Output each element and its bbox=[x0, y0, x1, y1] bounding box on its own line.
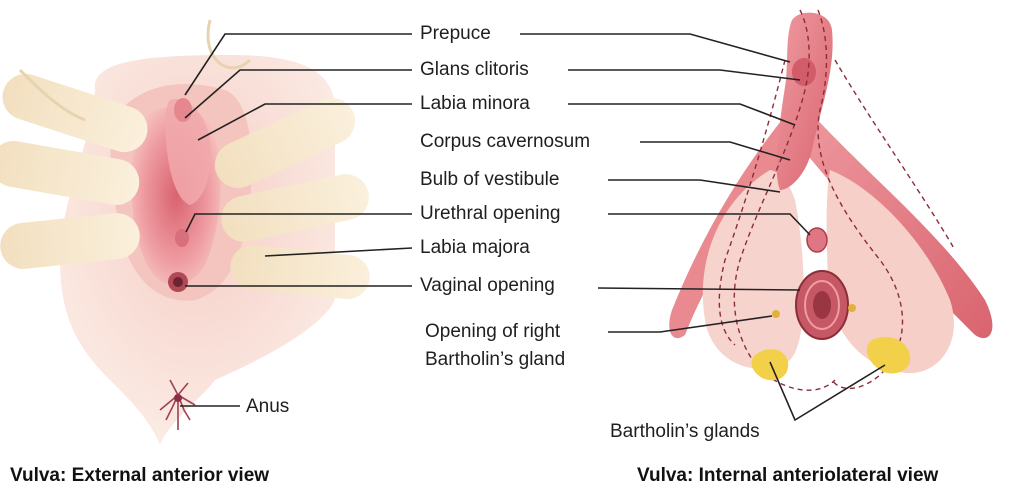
vaginal-inner bbox=[173, 277, 183, 287]
label-labia-minora: Labia minora bbox=[420, 93, 530, 115]
label-bartholin-opening-line2: Bartholin’s gland bbox=[425, 349, 565, 371]
leader-bartholins-glands bbox=[770, 362, 885, 420]
caption-internal-view: Vulva: Internal anteriolateral view bbox=[637, 465, 938, 487]
label-vaginal-opening: Vaginal opening bbox=[420, 275, 555, 297]
glans-shape bbox=[792, 58, 816, 86]
label-bartholin-opening-line1: Opening of right bbox=[425, 321, 560, 343]
label-bulb-of-vestibule: Bulb of vestibule bbox=[420, 169, 559, 191]
urethral-opening-shape bbox=[807, 228, 827, 252]
label-urethral-opening: Urethral opening bbox=[420, 203, 560, 225]
leader-minora-right bbox=[568, 104, 795, 125]
leader-prepuce-right bbox=[520, 34, 790, 62]
label-labia-majora: Labia majora bbox=[420, 237, 530, 259]
left-bulb bbox=[703, 170, 804, 369]
clitoris-shape bbox=[174, 98, 192, 122]
vaginal-core bbox=[813, 291, 831, 319]
label-corpus-cavernosum: Corpus cavernosum bbox=[420, 131, 590, 153]
left-bartholin-opening bbox=[848, 304, 856, 312]
leader-glans-right bbox=[568, 70, 800, 80]
internal-view bbox=[669, 10, 992, 390]
left-bartholin-gland bbox=[751, 349, 788, 380]
label-bartholins-glands: Bartholin’s glands bbox=[610, 421, 760, 443]
label-prepuce: Prepuce bbox=[420, 23, 491, 45]
caption-external-view: Vulva: External anterior view bbox=[10, 465, 269, 487]
right-bartholin-opening bbox=[772, 310, 780, 318]
label-anus: Anus bbox=[246, 396, 289, 418]
label-glans-clitoris: Glans clitoris bbox=[420, 59, 529, 81]
external-view bbox=[0, 20, 373, 445]
